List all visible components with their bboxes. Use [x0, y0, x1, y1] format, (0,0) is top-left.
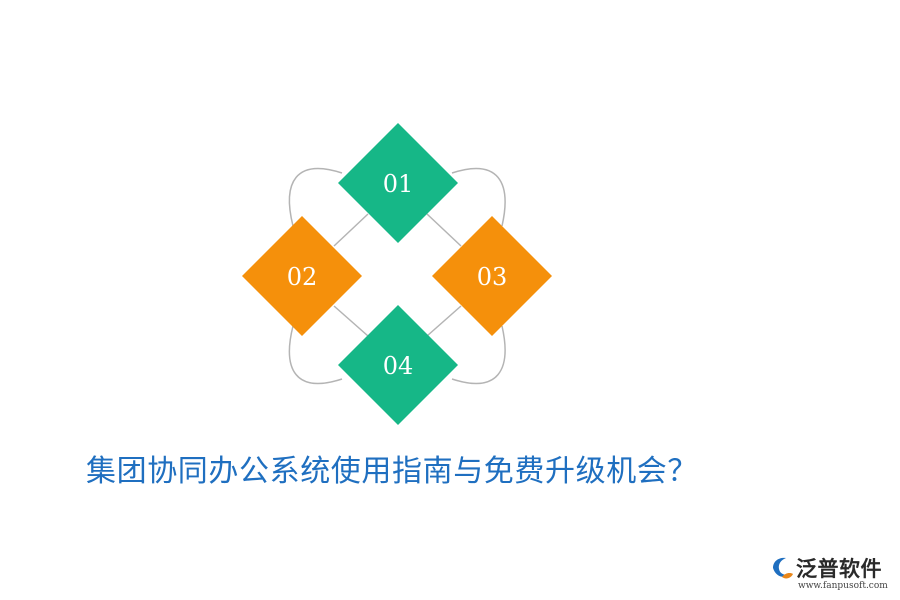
inner-line-3	[333, 305, 369, 337]
brand-watermark: 泛普软件 www.fanpusoft.com	[768, 551, 894, 597]
brand-url: www.fanpusoft.com	[798, 581, 888, 591]
diamond-03-shape	[432, 216, 552, 336]
inner-line-4	[426, 305, 462, 337]
outer-loop-top-right	[451, 167, 506, 227]
brand-logo-flame	[782, 573, 793, 579]
brand-logo-icon	[773, 557, 793, 579]
diamond-04-shape	[338, 305, 458, 425]
outer-loop-left	[288, 167, 343, 227]
brand-logo-swoosh	[773, 557, 790, 577]
diamond-01-label: 01	[383, 170, 414, 198]
outer-loop-bottom-right	[451, 325, 506, 385]
diamond-03: 03	[432, 216, 552, 336]
inner-line-1	[333, 213, 369, 247]
outer-loop-bottom-left	[288, 325, 343, 385]
inner-line-2	[426, 213, 462, 247]
diamond-01: 01	[338, 123, 458, 243]
diamond-02-label: 02	[287, 263, 318, 291]
diamond-04: 04	[338, 305, 458, 425]
diamond-03-label: 03	[477, 263, 508, 291]
diamond-01-shape	[338, 123, 458, 243]
diamond-04-label: 04	[383, 352, 414, 380]
connector-lines	[288, 167, 506, 385]
diamond-02-shape	[242, 216, 362, 336]
diamond-02: 02	[242, 216, 362, 336]
brand-name: 泛普软件	[796, 557, 882, 581]
page-headline: 集团协同办公系统使用指南与免费升级机会？	[86, 454, 698, 489]
